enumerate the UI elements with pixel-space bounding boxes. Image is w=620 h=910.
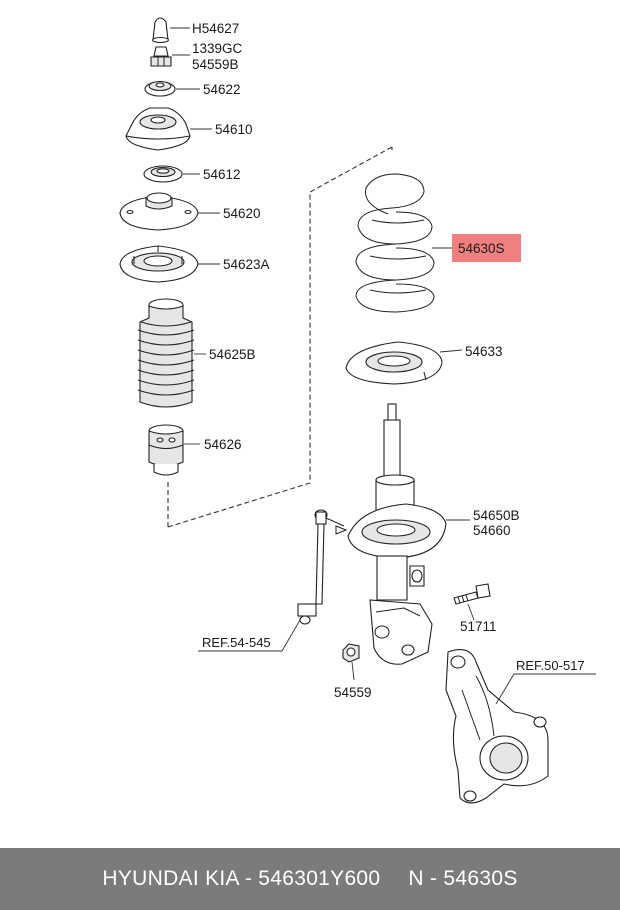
footer-brand-part-number: HYUNDAI KIA - 546301Y600	[102, 867, 381, 890]
label-54559b: 54559B	[192, 57, 239, 72]
label-54623a: 54623A	[223, 257, 270, 272]
label-54660: 54660	[473, 523, 511, 538]
part-54612-bearing[interactable]	[143, 165, 200, 183]
label-54650b: 54650B	[473, 508, 520, 523]
part-54633-lower-pad[interactable]	[345, 341, 463, 385]
part-steering-knuckle[interactable]	[445, 649, 549, 804]
label-54625b: 54625B	[209, 347, 256, 362]
part-54650b-strut-assembly[interactable]	[335, 403, 470, 665]
label-ref-54-545[interactable]: REF.54-545	[202, 635, 271, 650]
label-h54627: H54627	[192, 21, 239, 36]
part-1339gc-nut[interactable]	[150, 46, 190, 67]
ref-54-545-leader	[198, 619, 301, 652]
group-boundary-dashed-line	[167, 146, 393, 528]
ref-50-517-leader	[495, 673, 596, 705]
part-h54627-cap[interactable]	[151, 17, 191, 44]
label-54612: 54612	[203, 167, 241, 182]
label-54626: 54626	[204, 437, 242, 452]
footer-bar: HYUNDAI KIA - 546301Y600 N - 54630S	[0, 848, 620, 910]
part-54622-washer[interactable]	[144, 80, 200, 97]
footer-diagram-reference: N - 54630S	[408, 867, 518, 890]
part-54559-nut[interactable]	[342, 643, 360, 681]
part-stabilizer-link[interactable]	[297, 509, 345, 625]
part-54623a-pad[interactable]	[119, 245, 220, 283]
label-54620: 54620	[223, 206, 261, 221]
label-ref-50-517[interactable]: REF.50-517	[516, 658, 585, 673]
part-54626-bump-stopper[interactable]	[148, 424, 200, 476]
part-54630s-coil-spring[interactable]	[355, 173, 452, 313]
label-54630s: 54630S	[458, 241, 505, 256]
label-1339gc: 1339GC	[192, 41, 243, 56]
label-54559: 54559	[334, 685, 372, 700]
label-54633: 54633	[465, 344, 503, 359]
label-54622: 54622	[203, 82, 241, 97]
label-51711: 51711	[460, 619, 497, 634]
label-54610: 54610	[215, 122, 253, 137]
highlight-box-54630s	[452, 234, 521, 262]
part-54610-insulator[interactable]	[125, 107, 212, 151]
part-54625b-dust-boot[interactable]	[137, 298, 206, 408]
part-54620-spring-seat[interactable]	[119, 192, 220, 231]
exploded-parts-diagram: H54627 1339GC 54559B 54622 54610 54612	[119, 17, 596, 804]
part-51711-bolt[interactable]	[453, 583, 491, 621]
